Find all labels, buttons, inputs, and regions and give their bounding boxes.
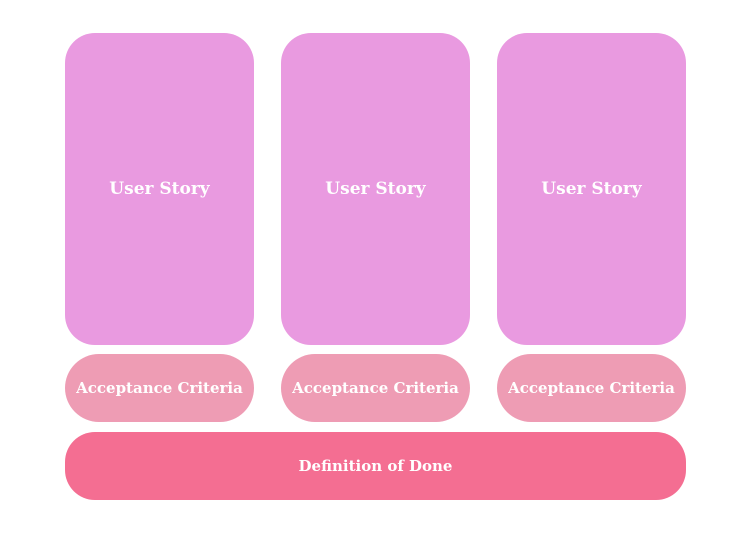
acceptance-criteria-box-3: Acceptance Criteria <box>497 354 686 422</box>
user-story-box-2: User Story <box>281 33 470 345</box>
user-story-box-1: User Story <box>65 33 254 345</box>
user-story-label: User Story <box>325 179 426 199</box>
acceptance-criteria-box-1: Acceptance Criteria <box>65 354 254 422</box>
acceptance-criteria-label: Acceptance Criteria <box>292 379 459 397</box>
definition-of-done-label: Definition of Done <box>298 457 453 475</box>
definition-of-done-box: Definition of Done <box>65 432 686 500</box>
user-story-box-3: User Story <box>497 33 686 345</box>
acceptance-criteria-box-2: Acceptance Criteria <box>281 354 470 422</box>
acceptance-criteria-label: Acceptance Criteria <box>508 379 675 397</box>
user-story-label: User Story <box>109 179 210 199</box>
acceptance-criteria-label: Acceptance Criteria <box>76 379 243 397</box>
user-story-label: User Story <box>541 179 642 199</box>
